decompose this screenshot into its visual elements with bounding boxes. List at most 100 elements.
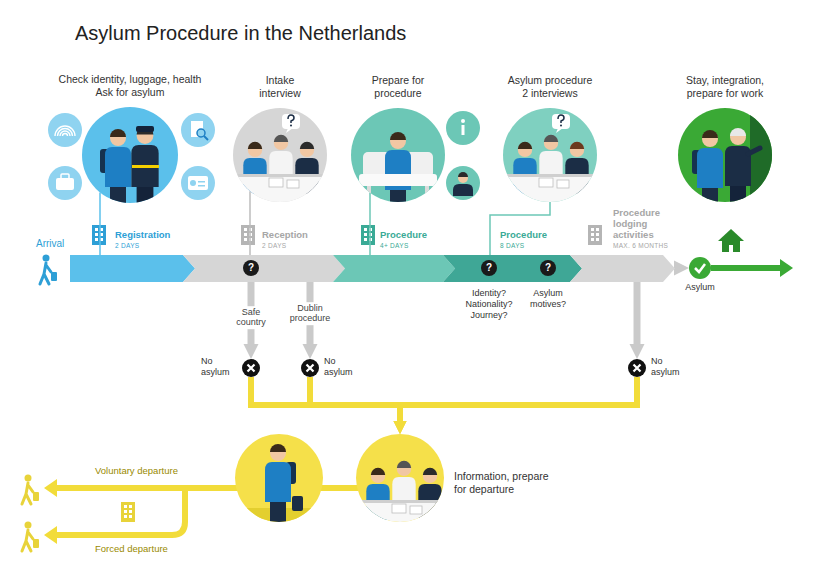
info-bar bbox=[462, 125, 465, 135]
suitcase-body bbox=[56, 178, 74, 190]
person-hair bbox=[274, 135, 288, 142]
band-fill bbox=[443, 255, 582, 282]
house-body bbox=[722, 240, 740, 252]
illustration bbox=[82, 107, 178, 203]
process-band: Procedure8 DAYS bbox=[443, 255, 582, 282]
circle-heading: Information, prepare for departure bbox=[454, 470, 558, 496]
person-hair bbox=[570, 142, 584, 149]
band-fill bbox=[70, 255, 195, 282]
building-body bbox=[588, 225, 602, 245]
house-roof bbox=[718, 229, 744, 241]
illustration-circle: Information, prepare for departure bbox=[356, 434, 444, 522]
traveller-suitcase bbox=[33, 539, 39, 548]
decision-text: Identity? Nationality? Journey? bbox=[457, 288, 521, 320]
illustration bbox=[356, 434, 444, 522]
icon-circle bbox=[446, 111, 480, 145]
person-hair bbox=[730, 128, 746, 136]
building-body bbox=[121, 502, 135, 522]
band-fill bbox=[183, 255, 345, 282]
illustration-group bbox=[359, 132, 437, 202]
person-head bbox=[248, 143, 262, 157]
forced-head bbox=[44, 526, 57, 544]
illustration-disc bbox=[678, 108, 772, 202]
question-glyph bbox=[558, 115, 564, 123]
decision-question: Asylum motives? bbox=[521, 288, 575, 310]
person-hair bbox=[397, 461, 411, 468]
table-edge bbox=[233, 174, 327, 177]
leader-line bbox=[369, 193, 371, 255]
band-fill bbox=[333, 255, 455, 282]
stage-label: 2 DAYS bbox=[262, 242, 308, 249]
building-window bbox=[129, 510, 132, 513]
person-head bbox=[518, 143, 532, 157]
paper-sheet bbox=[557, 180, 569, 188]
voluntary-head bbox=[44, 479, 57, 497]
band-label: Registration2 DAYS bbox=[115, 230, 170, 249]
flow-arrow bbox=[310, 377, 400, 426]
person-head bbox=[730, 129, 746, 145]
edge-label: Safe country bbox=[227, 306, 275, 330]
decision-mark: ? bbox=[481, 260, 497, 276]
heading-block: Intake interview bbox=[245, 74, 315, 100]
decision-point: ?Identity? Nationality? Journey? bbox=[481, 260, 497, 276]
person-head bbox=[397, 462, 411, 476]
stage-label: Procedure bbox=[500, 230, 547, 241]
illustration-circle: Stay, integration, prepare for work bbox=[678, 108, 772, 202]
band-shape bbox=[183, 255, 345, 282]
table-top bbox=[503, 174, 597, 202]
building-body bbox=[241, 225, 255, 245]
outcome-label: Asylum bbox=[670, 282, 730, 292]
building-window bbox=[124, 505, 127, 508]
person-head bbox=[390, 133, 406, 149]
speech-tail bbox=[556, 128, 563, 133]
traveller-head bbox=[43, 255, 50, 262]
forced-line bbox=[55, 488, 185, 535]
illustration-group bbox=[100, 126, 159, 203]
building-window bbox=[364, 233, 367, 236]
traveller-icon bbox=[22, 475, 39, 505]
leader-line bbox=[99, 192, 101, 255]
person-torso bbox=[105, 147, 131, 187]
traveller-suitcase bbox=[51, 272, 57, 281]
person-figure bbox=[131, 126, 158, 203]
person-hair bbox=[248, 142, 262, 149]
building-window bbox=[244, 228, 247, 231]
id-line bbox=[198, 185, 205, 187]
fingerprint-ridge bbox=[60, 131, 70, 136]
departure-walker bbox=[230, 444, 330, 528]
door bbox=[750, 108, 772, 202]
band-label: Procedure lodging activitiesMAX. 6 MONTH… bbox=[613, 208, 677, 249]
outcome-text: Asylum bbox=[670, 282, 730, 292]
icon-circle bbox=[181, 166, 215, 200]
person-figure bbox=[697, 130, 723, 202]
sofa-leg bbox=[367, 186, 371, 196]
diagram-title: Asylum Procedure in the Netherlands bbox=[75, 22, 406, 45]
cross-stroke bbox=[307, 365, 314, 372]
stage-label: Procedure bbox=[380, 230, 427, 241]
traveller-head bbox=[25, 475, 32, 482]
person-head bbox=[544, 136, 558, 150]
building-window bbox=[95, 233, 98, 236]
building-window bbox=[591, 228, 594, 231]
speech-bubble bbox=[282, 114, 300, 129]
icon-circle bbox=[181, 113, 215, 147]
illustration-group bbox=[356, 461, 444, 522]
person-torso bbox=[131, 145, 158, 187]
departure-label: Forced departure bbox=[95, 543, 168, 554]
heading-block: Information, prepare for departure bbox=[454, 470, 558, 496]
departure-label: Voluntary departure bbox=[95, 465, 178, 476]
start-label: Arrival bbox=[36, 238, 64, 249]
fingerprint-ridge bbox=[58, 129, 73, 136]
traveller-icon bbox=[22, 522, 39, 552]
stage-label: Registration bbox=[115, 230, 170, 241]
person-head bbox=[300, 143, 314, 157]
decision-point: ?Asylum motives? bbox=[540, 260, 556, 276]
building-icon bbox=[361, 225, 375, 245]
heading-block: Asylum procedure2 interviews bbox=[490, 74, 610, 100]
outcome-text: No asylum bbox=[324, 356, 360, 378]
table-top bbox=[356, 500, 444, 522]
flow-arrow bbox=[675, 265, 680, 272]
icon-circle bbox=[48, 113, 82, 147]
building-window bbox=[244, 233, 247, 236]
